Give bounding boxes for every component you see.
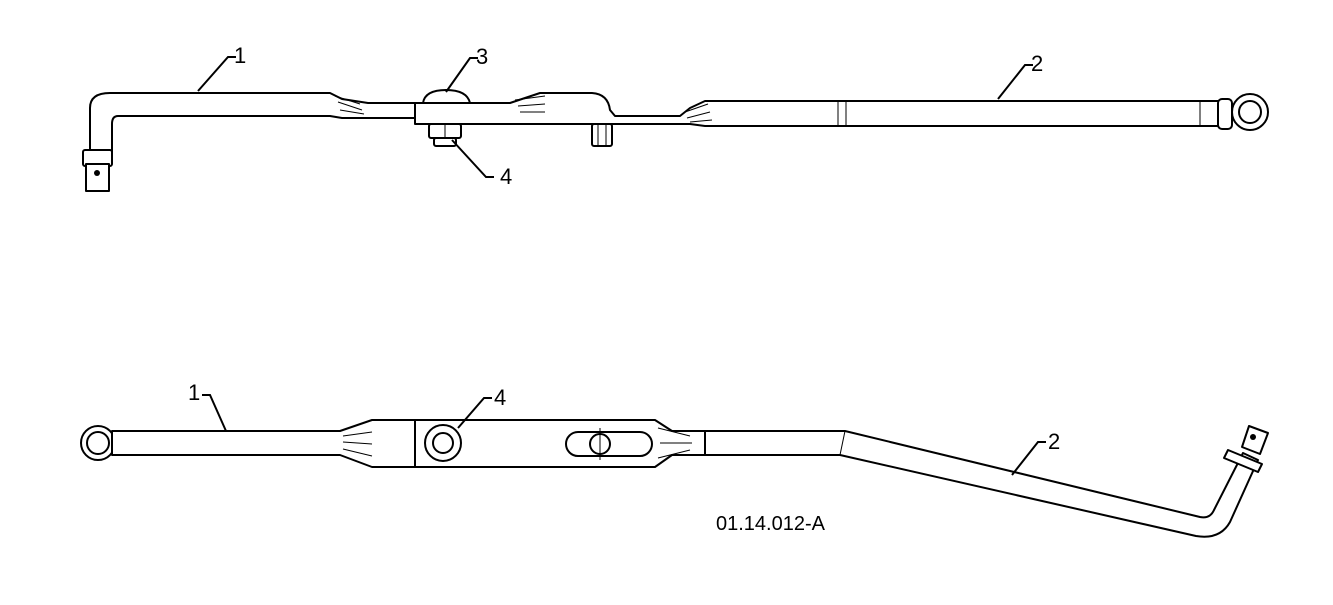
bottom-callout-2: 2 [1048, 429, 1060, 454]
top-callout-2: 2 [1031, 51, 1043, 76]
top-leader-3 [445, 57, 478, 93]
top-adjuster-sleeve [414, 92, 1221, 127]
bottom-callout-1: 1 [188, 380, 200, 405]
top-leader-4 [451, 139, 494, 178]
top-callout-3: 3 [476, 44, 488, 69]
bottom-rod-2-bend-line [839, 430, 846, 456]
bottom-rod-2-end-collar [1223, 449, 1263, 473]
bottom-leader-1 [202, 394, 227, 432]
bottom-leader-2 [1011, 441, 1046, 476]
bottom-leader-4 [457, 397, 492, 429]
top-rod-1-hole [94, 170, 100, 176]
top-rod-1-crimp [334, 95, 365, 115]
bottom-rod-2-end-plate [1241, 425, 1269, 455]
top-clamp-bolt [591, 123, 613, 147]
top-callout-1: 1 [234, 43, 246, 68]
top-bolt-head [422, 89, 471, 104]
bottom-rod-1-crimp [342, 431, 373, 457]
bottom-rod-2-hole [1250, 434, 1256, 440]
top-rod-1-end-plate [85, 163, 110, 192]
top-callout-4: 4 [500, 164, 512, 189]
bottom-ball-joint-inner [86, 431, 110, 455]
top-ball-joint-inner [1238, 100, 1262, 124]
bottom-callout-4: 4 [494, 385, 506, 410]
top-rod-1 [89, 92, 421, 153]
bottom-view-assembly: 1 4 2 [80, 380, 1269, 538]
bottom-sleeve-crimp [657, 427, 692, 459]
diagram-reference-code: 01.14.012-A [716, 513, 826, 535]
bottom-bolt-head [432, 432, 454, 454]
top-sleeve-crimp-left [514, 95, 546, 113]
top-leader-1 [197, 56, 236, 92]
top-leader-2 [997, 64, 1033, 100]
bottom-rod-2 [704, 430, 1259, 538]
top-sleeve-crimp-right [684, 103, 713, 123]
top-view-assembly: 1 2 3 4 [82, 43, 1269, 192]
top-rod-2-end-socket [1217, 98, 1233, 130]
